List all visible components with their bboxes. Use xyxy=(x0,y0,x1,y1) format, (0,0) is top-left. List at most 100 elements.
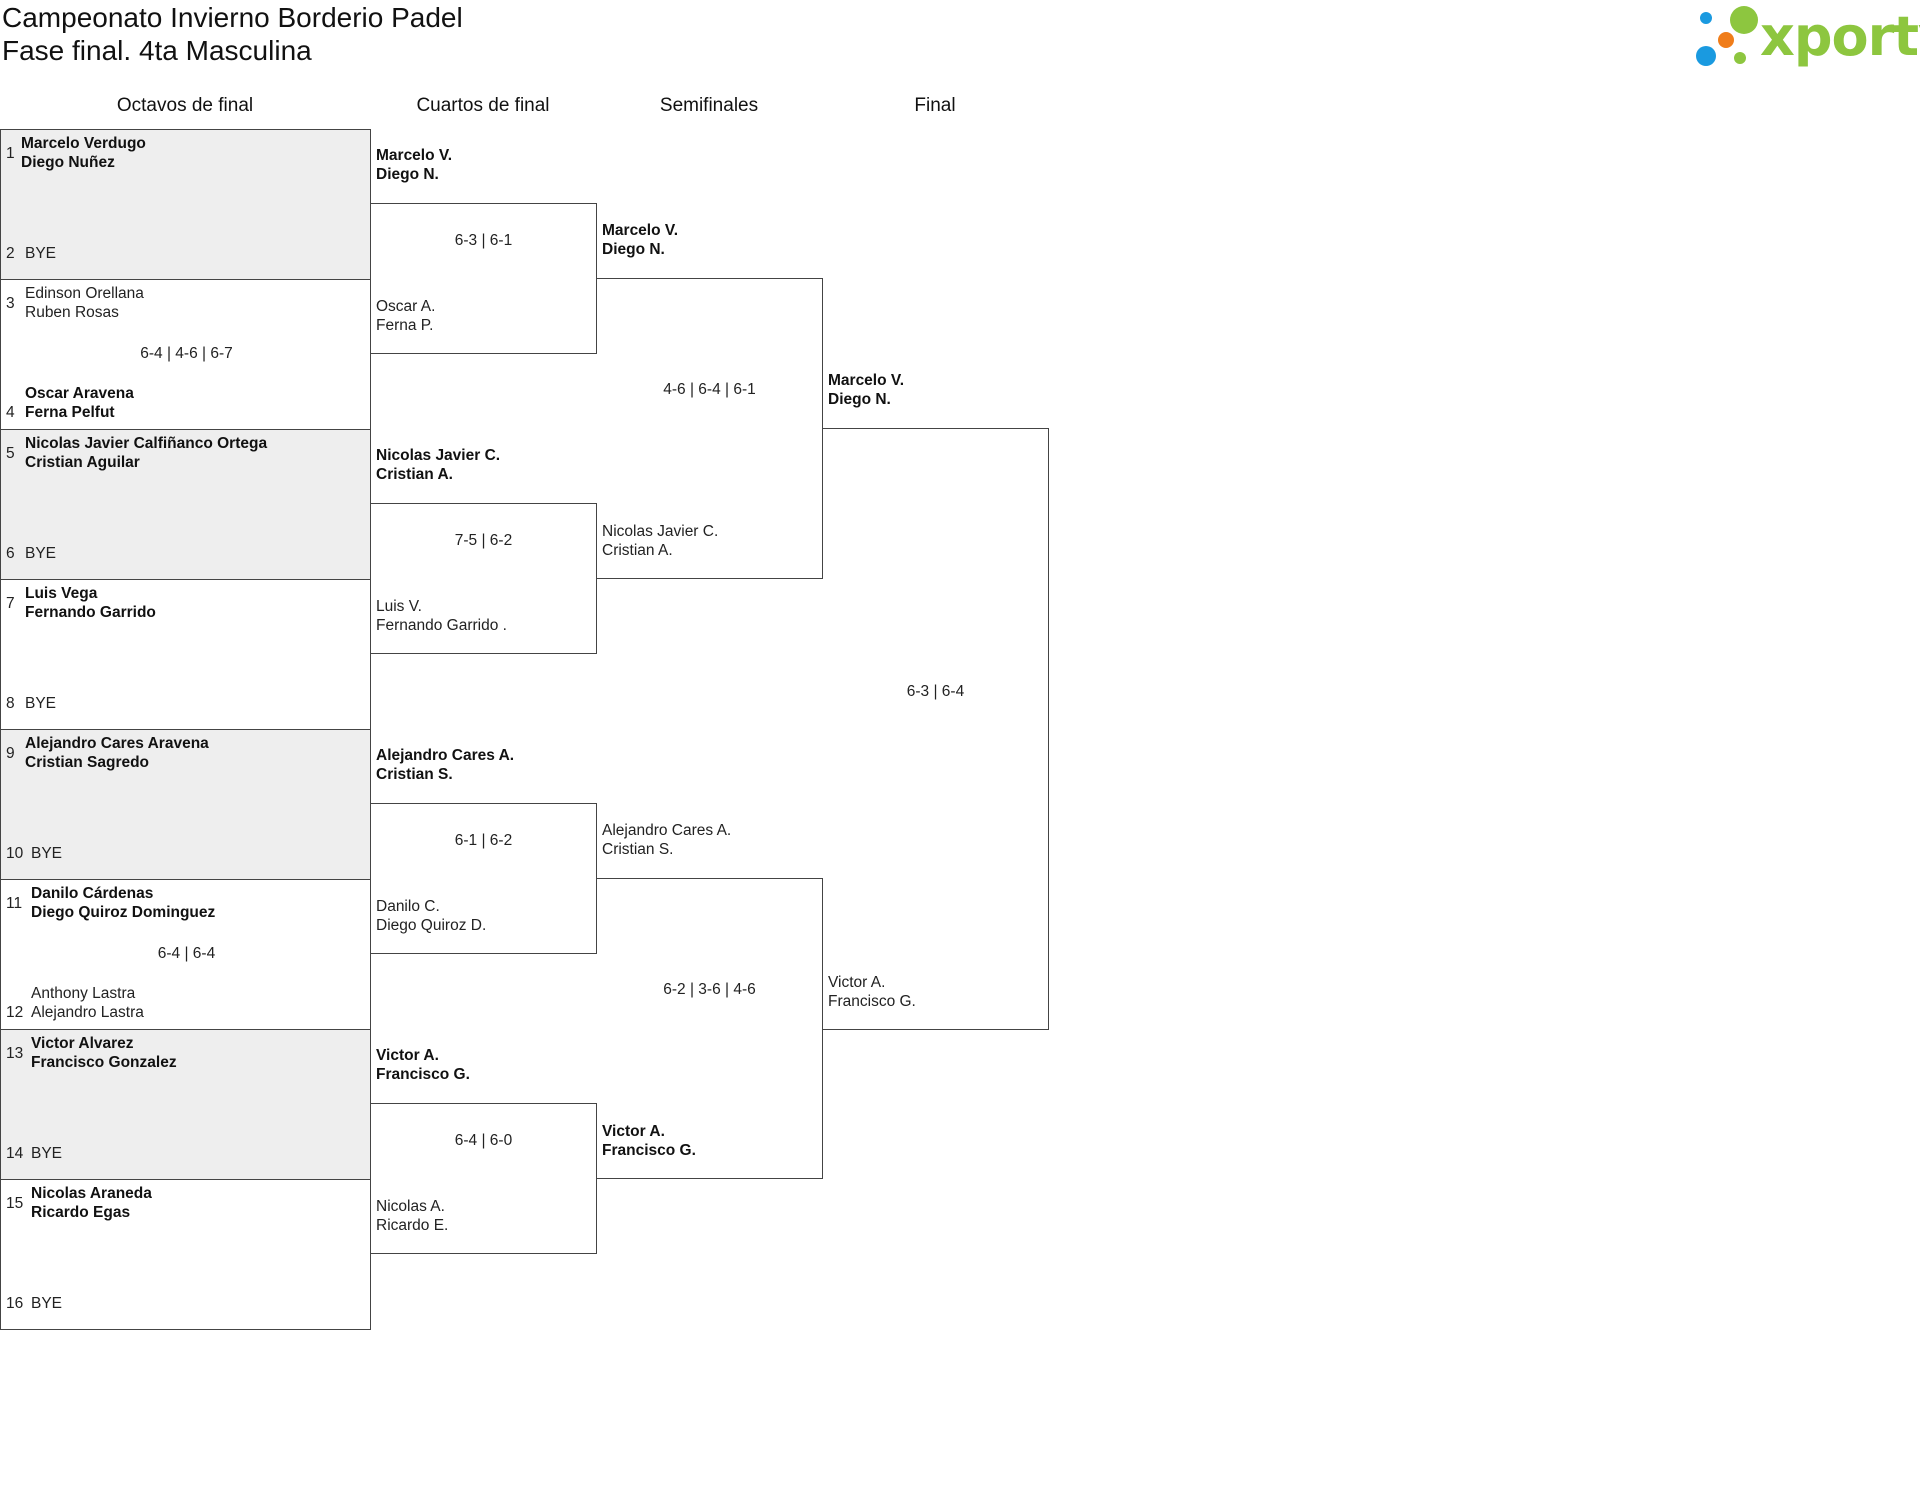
team-name-line2: Ferna Pelfut xyxy=(25,404,115,421)
xporty-logo: xporty xyxy=(1694,2,1920,72)
tournament-title: Campeonato Invierno Borderio Padel xyxy=(2,2,463,33)
match-score: 6-3 | 6-4 xyxy=(906,683,965,700)
seed-number: 7 xyxy=(6,595,15,612)
match-score: 6-4 | 6-0 xyxy=(454,1132,513,1149)
team-name-line2: Ruben Rosas xyxy=(25,304,119,321)
match-score: 6-4 | 4-6 | 6-7 xyxy=(140,345,233,362)
team-name-line1: Victor A. xyxy=(376,1047,439,1064)
seed-number: 9 xyxy=(6,745,15,762)
team-name-line1: Nicolas Javier C. xyxy=(376,447,501,464)
seed-number: 3 xyxy=(6,295,15,312)
bye-label: BYE xyxy=(31,1295,63,1312)
team-name-line2: Francisco G. xyxy=(602,1142,696,1159)
team-name-line2: Cristian A. xyxy=(602,542,673,559)
team-name-line2: Alejandro Lastra xyxy=(31,1004,144,1021)
team-name-line2: Diego Nuñez xyxy=(21,154,115,171)
bye-label: BYE xyxy=(25,245,57,262)
team-name-line1: Nicolas Javier Calfiñanco Ortega xyxy=(25,435,268,452)
team-name-line1: Marcelo Verdugo xyxy=(21,135,146,152)
match-score: 7-5 | 6-2 xyxy=(454,532,513,549)
logo-dot-blue xyxy=(1696,46,1716,66)
team-name-line2: Cristian S. xyxy=(602,841,674,858)
match-final xyxy=(822,428,1049,1030)
round-header-octavos: Octavos de final xyxy=(116,95,254,116)
seed-number: 10 xyxy=(6,845,24,862)
team-name-line1: Victor A. xyxy=(828,974,886,991)
team-name-line1: Oscar Aravena xyxy=(25,385,134,402)
team-name-line2: Diego Quiroz Dominguez xyxy=(31,904,216,921)
seed-number: 13 xyxy=(6,1045,24,1062)
team-name-line1: Victor A. xyxy=(602,1123,665,1140)
bye-label: BYE xyxy=(31,1145,63,1162)
match-score: 6-4 | 6-4 xyxy=(157,945,216,962)
logo-wordmark: xporty xyxy=(1760,5,1920,68)
team-name-line1: Alejandro Cares Aravena xyxy=(25,735,209,752)
team-name-line2: Cristian Sagredo xyxy=(25,754,150,771)
seed-number: 4 xyxy=(6,404,15,421)
team-name-line2: Diego N. xyxy=(602,241,665,258)
team-name-line2: Fernando Garrido xyxy=(25,604,156,621)
logo-dot-blue-small xyxy=(1700,12,1712,24)
team-name-line2: Cristian Aguilar xyxy=(25,454,140,471)
bye-label: BYE xyxy=(31,845,63,862)
team-name-line2: Francisco G. xyxy=(828,993,916,1010)
seed-number: 14 xyxy=(6,1145,24,1162)
team-name-line1: Nicolas A. xyxy=(376,1198,445,1215)
seed-number: 8 xyxy=(6,695,15,712)
team-name-line1: Nicolas Javier C. xyxy=(602,523,719,540)
team-name-line1: Edinson Orellana xyxy=(25,285,144,302)
team-name-line2: Fernando Garrido . xyxy=(376,617,507,634)
match-score: 6-1 | 6-2 xyxy=(454,832,513,849)
team-name-line1: Victor Alvarez xyxy=(31,1035,134,1052)
logo-dot-orange xyxy=(1718,32,1734,48)
team-name-line1: Danilo Cárdenas xyxy=(31,885,154,902)
team-name-line1: Alejandro Cares A. xyxy=(376,747,515,764)
team-name-line2: Ricardo Egas xyxy=(31,1204,131,1221)
match-semis xyxy=(596,878,823,1179)
team-name-line2: Ferna P. xyxy=(376,317,434,334)
team-name-line2: Cristian S. xyxy=(376,766,453,783)
seed-number: 16 xyxy=(6,1295,24,1312)
team-name-line1: Marcelo V. xyxy=(376,147,453,164)
seed-number: 6 xyxy=(6,545,15,562)
seed-number: 12 xyxy=(6,1004,24,1021)
bye-label: BYE xyxy=(25,695,57,712)
team-name-line1: Marcelo V. xyxy=(828,372,905,389)
team-name-line1: Luis V. xyxy=(376,598,422,615)
team-name-line1: Oscar A. xyxy=(376,298,436,315)
seed-number: 15 xyxy=(6,1195,24,1212)
phase-title: Fase final. 4ta Masculina xyxy=(2,35,312,66)
seed-number: 5 xyxy=(6,445,15,462)
logo-dot-green-small xyxy=(1734,52,1746,64)
team-name-line1: Alejandro Cares A. xyxy=(602,822,732,839)
bye-label: BYE xyxy=(25,545,57,562)
team-name-line2: Cristian A. xyxy=(376,466,453,483)
team-name-line1: Marcelo V. xyxy=(602,222,679,239)
match-score: 6-3 | 6-1 xyxy=(454,232,513,249)
team-name-line1: Anthony Lastra xyxy=(31,985,136,1002)
team-name-line2: Diego Quiroz D. xyxy=(376,917,487,934)
round-header-semis: Semifinales xyxy=(659,95,759,116)
seed-number: 1 xyxy=(6,145,15,162)
team-name-line2: Diego N. xyxy=(828,391,891,408)
team-name-line1: Nicolas Araneda xyxy=(31,1185,152,1202)
team-name-line1: Luis Vega xyxy=(25,585,98,602)
team-name-line2: Diego N. xyxy=(376,166,439,183)
team-name-line2: Ricardo E. xyxy=(376,1217,449,1234)
round-header-final: Final xyxy=(914,95,956,116)
match-score: 4-6 | 6-4 | 6-1 xyxy=(663,381,756,398)
seed-number: 11 xyxy=(6,895,23,912)
team-name-line2: Francisco G. xyxy=(376,1066,470,1083)
logo-dot-green xyxy=(1730,6,1758,34)
team-name-line2: Francisco Gonzalez xyxy=(31,1054,177,1071)
team-name-line1: Danilo C. xyxy=(376,898,440,915)
match-score: 6-2 | 3-6 | 4-6 xyxy=(663,981,756,998)
